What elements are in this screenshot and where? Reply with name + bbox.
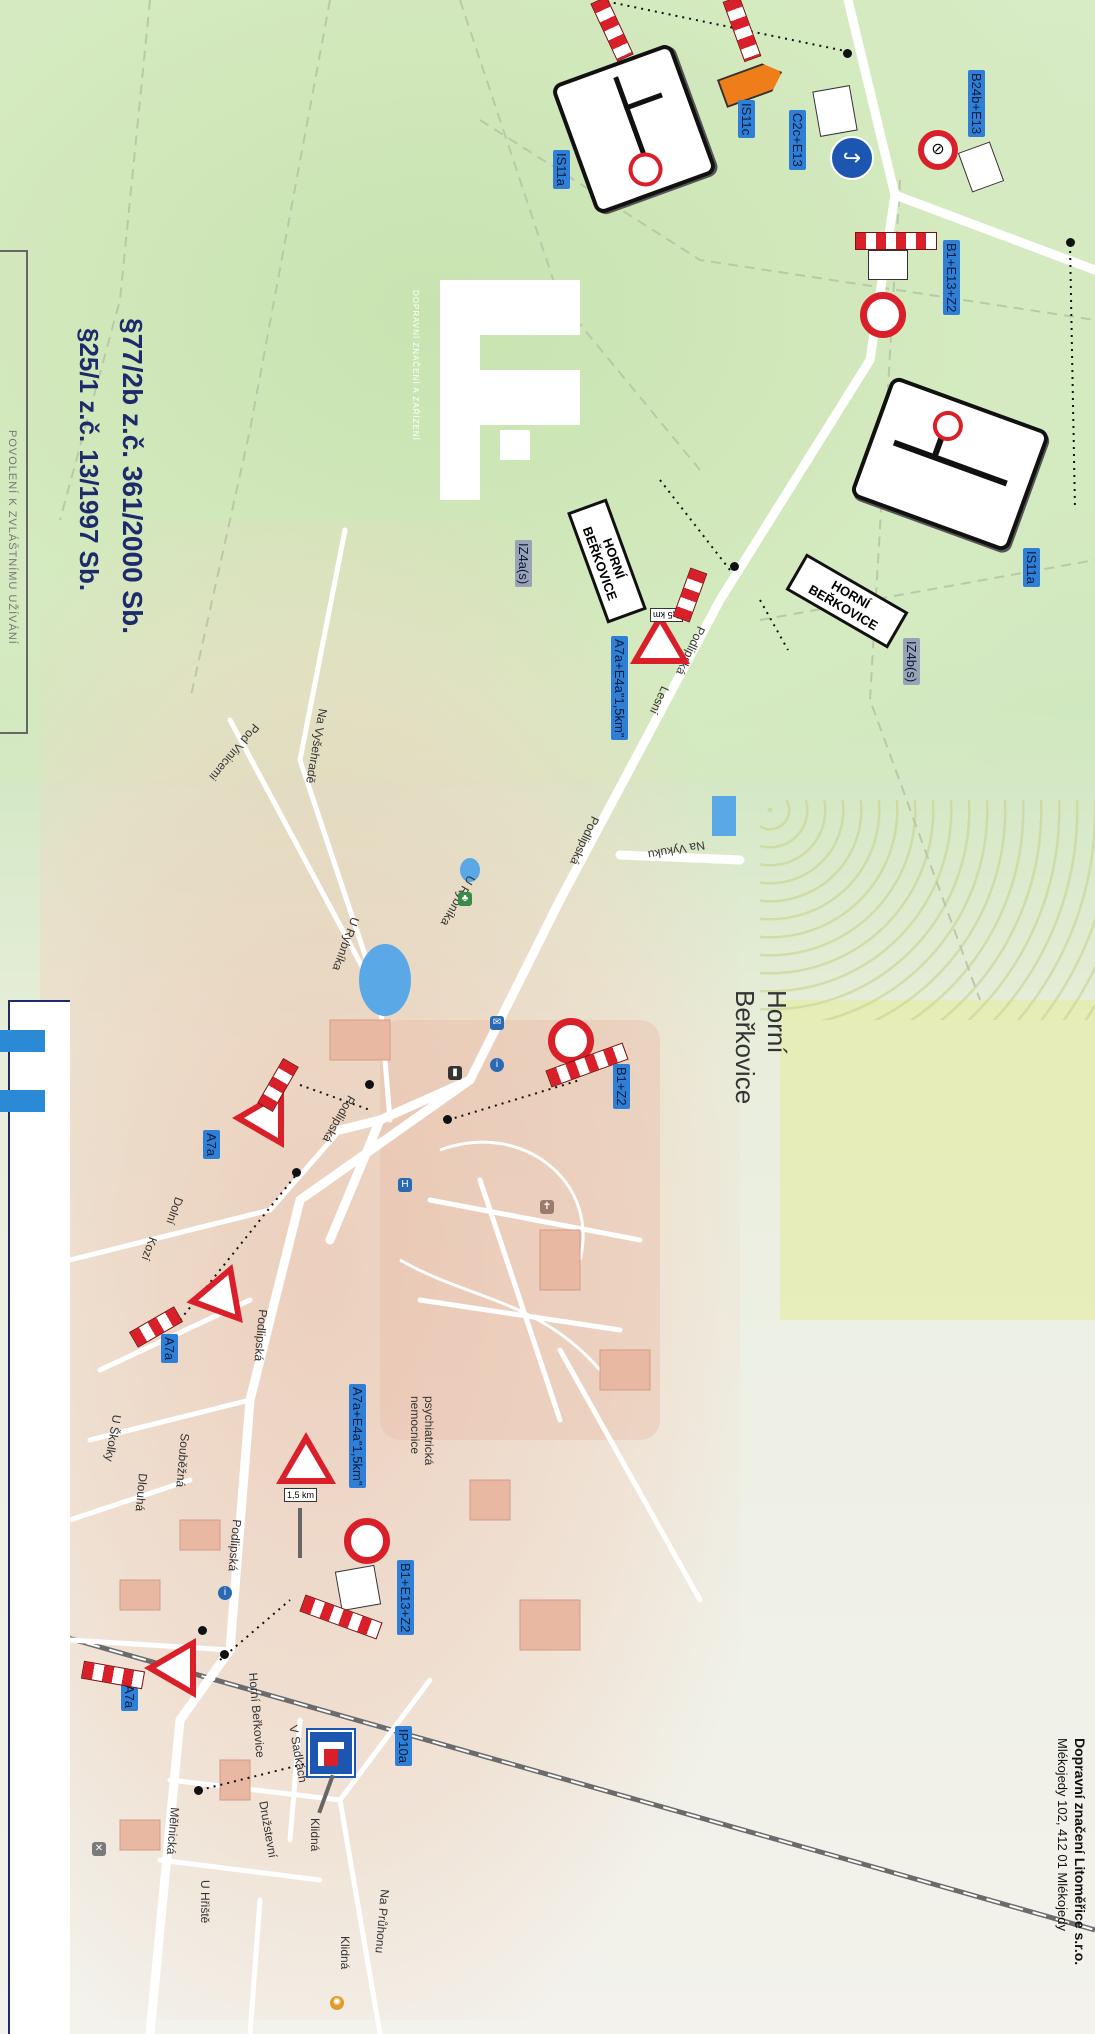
- b1-top-supplementary-tag: [868, 250, 908, 280]
- code-a7a-1: A7a: [203, 1130, 220, 1160]
- stamp-text: POVOLENÍ K ZVLÁŠTNÍMU UŽÍVÁNÍ: [6, 430, 18, 645]
- legal-text-line1: §77/2b z.č. 361/2000 Sb.: [117, 318, 148, 634]
- b1-bottom-no-entry-sign: [344, 1518, 390, 1564]
- street-klidna-1: Klidná: [308, 1818, 322, 1852]
- company-name: Dopravní značení Litoměřice s.r.o.: [1072, 1738, 1088, 1966]
- info-icon-2: i: [218, 1586, 232, 1600]
- code-b1-e13-z2-bottom: B1+E13+Z2: [397, 1560, 414, 1636]
- place-name-line2: Beřkovice: [730, 990, 760, 1105]
- b1-bottom-supplementary-tag: [334, 1564, 382, 1612]
- field-yellow: [780, 1000, 1095, 1320]
- windmill-icon: ✕: [92, 1842, 106, 1856]
- code-is11a-right: IS11a: [1023, 548, 1040, 588]
- barrier-top-3: [855, 232, 937, 250]
- junction-dot-3: [730, 562, 739, 571]
- sign-pole-bottom: [298, 1508, 302, 1558]
- info-icon: i: [490, 1058, 504, 1072]
- logo-watermark-text: DOPRAVNÍ ZNAČENÍ A ZAŘÍZENÍ: [411, 290, 420, 441]
- distance-tag-bottom: 1,5 km: [284, 1488, 318, 1502]
- code-a7a-e4a-top: A7a+E4a"1,5km": [611, 636, 628, 741]
- dead-end-sign-ip10a: [308, 1730, 354, 1776]
- street-klidna-2: Klidná: [338, 1936, 352, 1970]
- sun-icon: ✺: [330, 1996, 344, 2010]
- hospital-icon: H: [398, 1178, 412, 1192]
- b1-top-no-entry-sign: [860, 292, 906, 338]
- bump-warning-sign-3: [144, 1638, 196, 1698]
- junction-dot-9: [194, 1786, 203, 1795]
- no-overtaking-sign: ⊘: [918, 130, 958, 170]
- code-b24b-e13: B24b+E13: [968, 70, 985, 138]
- code-iz4b: IZ4b(s): [903, 638, 920, 686]
- place-name-line1: Horní: [762, 990, 792, 1054]
- code-is11c: IS11c: [738, 100, 755, 139]
- code-is11a-left: IS11a: [553, 150, 570, 190]
- tree-icon: ♣: [458, 892, 472, 906]
- fuel-icon: ▮: [448, 1066, 462, 1080]
- junction-dot-4: [443, 1115, 452, 1124]
- bump-warning-sign-bottom: [276, 1432, 336, 1484]
- legal-text-line2: §25/1 z.č. 13/1997 Sb.: [74, 328, 104, 592]
- hospital-label: psychiatrická nemocnice: [408, 1396, 436, 1466]
- junction-dot-8: [220, 1650, 229, 1659]
- code-c2c-e13: C2c+E13: [789, 110, 806, 170]
- post-icon: ✉: [490, 1016, 504, 1030]
- stamp-frame: [0, 250, 28, 734]
- chapel-icon: ✝: [540, 1200, 554, 1214]
- title-frame: [8, 1000, 70, 2034]
- c2c-supplementary-tag: [812, 85, 858, 137]
- street-u-hriste: U Hřiště: [198, 1880, 212, 1924]
- code-ip10a: IP10a: [395, 1726, 412, 1766]
- code-a7a-2: A7a: [161, 1334, 178, 1364]
- code-a7a-e4a-bottom: A7a+E4a"1,5km": [349, 1384, 366, 1489]
- company-logo: [440, 280, 580, 500]
- blue-bar-1: [0, 1030, 45, 1052]
- code-b1-e13-z2-top: B1+E13+Z2: [943, 240, 960, 316]
- junction-dot-5: [365, 1080, 374, 1089]
- code-iz4a: IZ4a(s): [515, 540, 532, 588]
- junction-dot-1: [843, 49, 852, 58]
- junction-dot-6: [292, 1168, 301, 1177]
- village-zone: [40, 520, 740, 2020]
- bump-warning-sign-2: [181, 1263, 243, 1333]
- junction-dot-2: [1066, 238, 1075, 247]
- company-address: Mlékojedy 102, 412 01 Mlékojedy: [1055, 1738, 1070, 1931]
- blue-bar-2: [0, 1090, 45, 1112]
- junction-dot-7: [198, 1626, 207, 1635]
- code-b1-z2: B1+Z2: [613, 1064, 630, 1109]
- blue-mandatory-sign: ↪: [830, 136, 874, 180]
- field-dotted: [760, 800, 1095, 1020]
